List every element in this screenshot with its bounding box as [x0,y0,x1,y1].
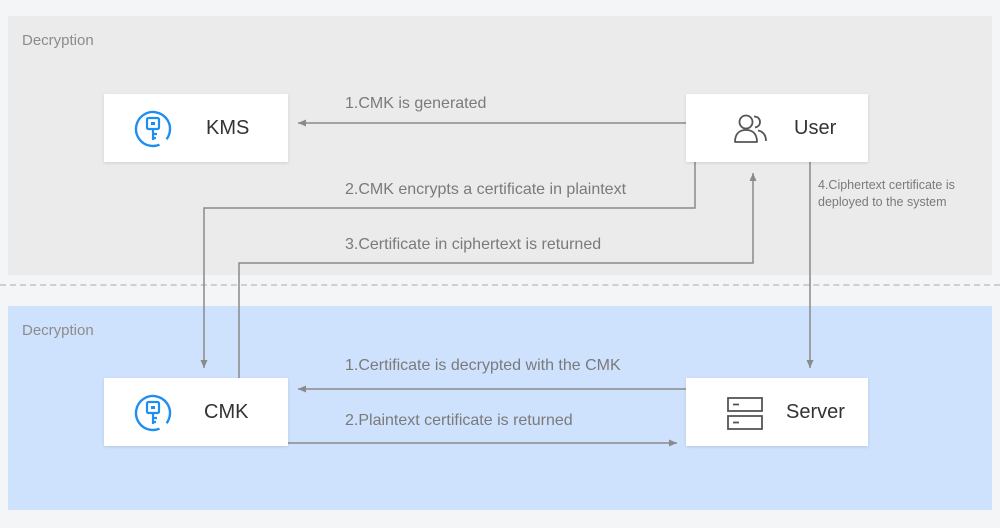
user-label: User [794,117,837,139]
edge-label-1: 1.CMK is generated [345,95,487,112]
server-label: Server [786,401,845,423]
edge-label-5: 1.Certificate is decrypted with the CMK [345,357,621,374]
edge-label-6: 2.Plaintext certificate is returned [345,412,573,429]
bottom-zone-label: Decryption [22,322,94,339]
server-node: Server [686,378,868,446]
key-icon [134,110,172,148]
edge-label-2: 2.CMK encrypts a certificate in plaintex… [345,181,627,198]
edge-label-3: 3.Certificate in ciphertext is returned [345,236,602,253]
kms-node: KMS [104,94,288,162]
cmk-node: CMK [104,378,288,446]
server-icon [727,397,763,430]
edge-cmk-to-user [238,173,757,378]
key-icon [134,394,172,432]
edge-user-to-cmk [200,162,696,368]
cmk-label: CMK [204,401,249,423]
top-zone-label: Decryption [22,32,94,49]
dashed-divider [0,284,1000,286]
kms-label: KMS [206,117,250,139]
user-node: User [686,94,868,162]
users-icon [734,114,767,143]
edge-label-4: 4.Ciphertext certificate is deployed to … [818,178,955,209]
